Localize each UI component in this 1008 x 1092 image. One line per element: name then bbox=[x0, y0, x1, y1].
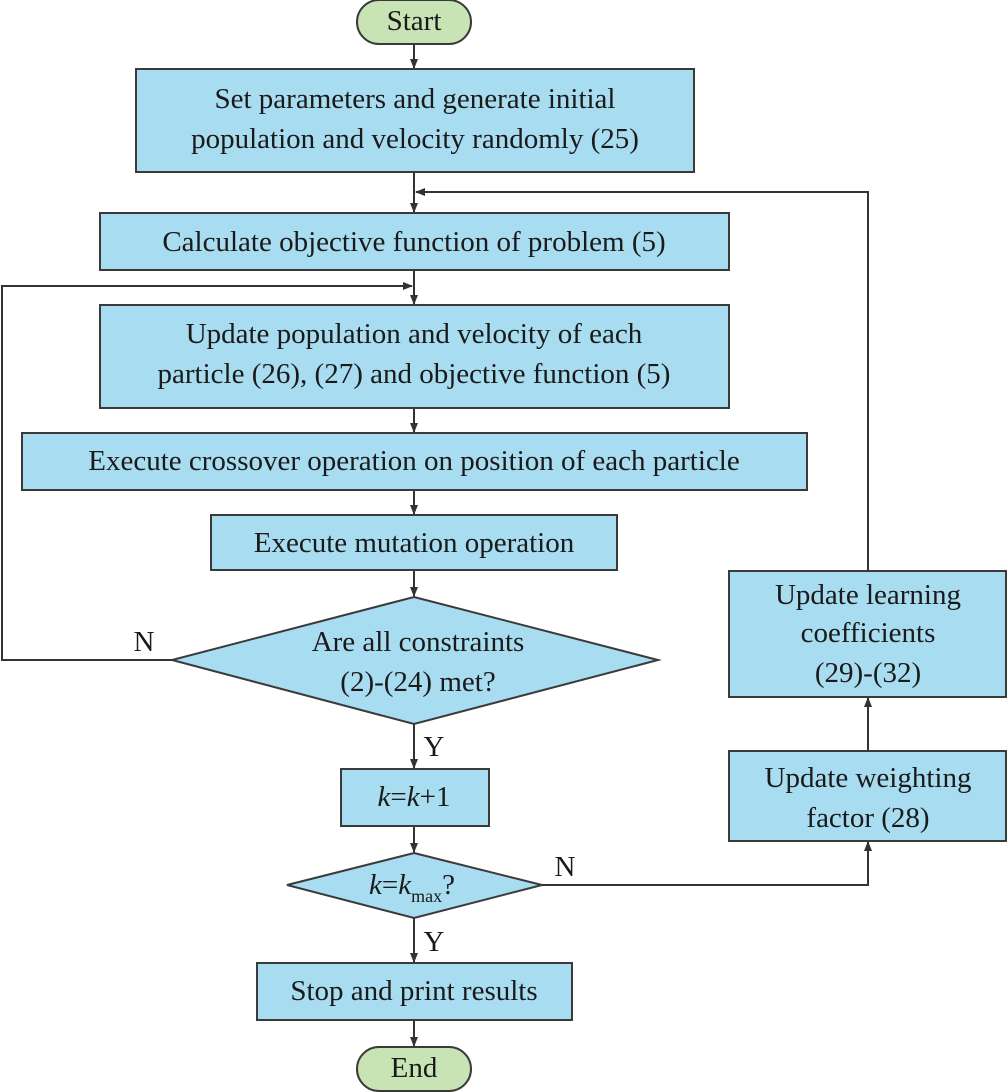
stop-label: Stop and print results bbox=[290, 975, 537, 1007]
mutation-box: Execute mutation operation bbox=[210, 514, 618, 571]
kmax-no-label: N bbox=[555, 851, 576, 883]
weighting-label-line2: factor (28) bbox=[806, 802, 929, 834]
kmax-label: k=kmax? bbox=[369, 869, 455, 906]
kmax-sub: max bbox=[411, 886, 442, 906]
mutation-label: Execute mutation operation bbox=[254, 527, 575, 559]
edge-learning-calc-loop bbox=[415, 188, 869, 570]
kmax-k1: k bbox=[369, 869, 383, 901]
weighting-factor-box: Update weighting factor (28) bbox=[728, 750, 1007, 842]
constraints-label-line1: Are all constraints bbox=[312, 626, 525, 658]
crossover-label: Execute crossover operation on position … bbox=[88, 445, 739, 477]
update-label-line1: Update population and velocity of each bbox=[186, 318, 643, 350]
learning-label-line1: Update learning bbox=[775, 579, 961, 611]
increment-k1: k bbox=[378, 781, 392, 813]
learning-coefficients-box: Update learning coefficients (29)-(32) bbox=[728, 570, 1007, 698]
update-population-box: Update population and velocity of each p… bbox=[99, 304, 730, 409]
increment-k-box: k=k+1 bbox=[340, 768, 490, 827]
learning-label-line3: (29)-(32) bbox=[815, 657, 921, 689]
edge-kmax-no bbox=[542, 841, 872, 886]
increment-label: k=k+1 bbox=[378, 781, 451, 813]
increment-k2: k bbox=[407, 781, 421, 813]
init-label-line1: Set parameters and generate initial bbox=[215, 83, 616, 115]
kmax-yes-label: Y bbox=[424, 926, 445, 958]
weighting-label-line1: Update weighting bbox=[765, 762, 972, 794]
start-label: Start bbox=[387, 5, 442, 37]
kmax-k2: k bbox=[398, 869, 412, 901]
constraints-label-line2: (2)-(24) met? bbox=[340, 666, 495, 698]
kmax-decision: k=kmax? bbox=[286, 851, 543, 920]
calculate-objective-box: Calculate objective function of problem … bbox=[99, 212, 730, 271]
constraints-yes-label: Y bbox=[424, 731, 445, 763]
kmax-eq: = bbox=[382, 869, 398, 901]
update-label-line2: particle (26), (27) and objective functi… bbox=[158, 358, 671, 390]
constraints-no-label: N bbox=[134, 626, 155, 658]
edges bbox=[1, 44, 872, 1047]
edge-constraints-no-loop bbox=[1, 282, 413, 661]
increment-eq: = bbox=[390, 781, 406, 813]
constraints-decision: Are all constraints (2)-(24) met? bbox=[168, 595, 662, 726]
kmax-q: ? bbox=[442, 869, 455, 901]
init-parameters-box: Set parameters and generate initial popu… bbox=[135, 68, 695, 173]
calc-label: Calculate objective function of problem … bbox=[162, 226, 665, 258]
end-label: End bbox=[391, 1052, 438, 1084]
stop-box: Stop and print results bbox=[256, 962, 573, 1021]
init-label-line2: population and velocity randomly (25) bbox=[191, 123, 639, 155]
start-terminal: Start bbox=[356, 0, 472, 45]
increment-tail: +1 bbox=[420, 781, 451, 813]
learning-label-line2: coefficients bbox=[801, 617, 936, 649]
crossover-box: Execute crossover operation on position … bbox=[21, 432, 808, 491]
end-terminal: End bbox=[356, 1046, 472, 1092]
